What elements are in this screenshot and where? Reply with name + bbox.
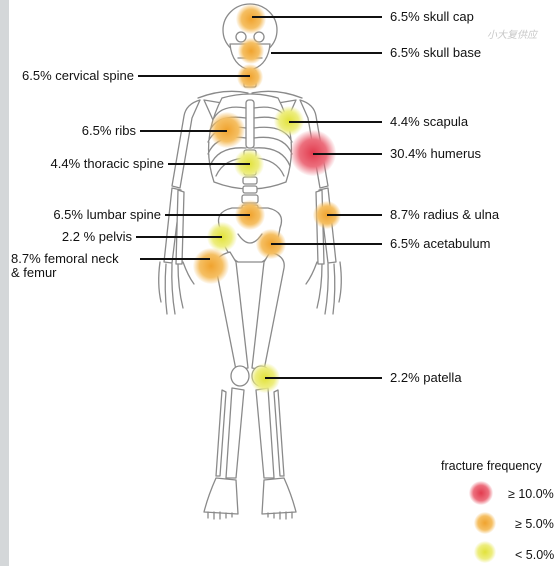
marker-skull-base — [238, 38, 264, 64]
label-humerus: 30.4% humerus — [390, 147, 481, 161]
label-radius-ulna: 8.7% radius & ulna — [390, 208, 499, 222]
leader-radius-ulna — [327, 214, 382, 216]
leader-skull-cap — [252, 16, 382, 18]
leader-acetabulum — [271, 243, 382, 245]
leader-ribs — [140, 130, 227, 132]
legend-label-high: ≥ 10.0% — [508, 487, 554, 501]
leader-thoracic-spine — [168, 163, 250, 165]
label-skull-base: 6.5% skull base — [390, 46, 481, 60]
marker-cervical-spine — [237, 64, 263, 90]
label-thoracic-spine: 4.4% thoracic spine — [51, 157, 164, 171]
legend-swatch-low — [474, 541, 496, 563]
label-lumbar-spine: 6.5% lumbar spine — [53, 208, 161, 222]
label-scapula: 4.4% scapula — [390, 115, 468, 129]
label-skull-cap: 6.5% skull cap — [390, 10, 474, 24]
legend-swatch-mid — [474, 512, 496, 534]
leader-pelvis — [136, 236, 222, 238]
leader-scapula — [289, 121, 382, 123]
leader-femoral-neck — [140, 258, 210, 260]
legend-label-mid: ≥ 5.0% — [515, 517, 554, 531]
leader-humerus — [313, 153, 382, 155]
label-ribs: 6.5% ribs — [82, 124, 136, 138]
label-femoral-neck: 8.7% femoral neck — [11, 252, 119, 266]
label-cervical-spine: 6.5% cervical spine — [22, 69, 134, 83]
label-acetabulum: 6.5% acetabulum — [390, 237, 490, 251]
marker-skull-cap — [236, 4, 266, 34]
leader-cervical-spine — [138, 75, 250, 77]
legend-title: fracture frequency — [441, 459, 542, 473]
legend-swatch-high — [469, 481, 493, 505]
legend-label-low: < 5.0% — [515, 548, 554, 562]
label-patella: 2.2% patella — [390, 371, 462, 385]
leader-patella — [265, 377, 382, 379]
watermark: 小大复供应 — [487, 26, 537, 41]
label-femur: & femur — [11, 266, 57, 280]
leader-lumbar-spine — [165, 214, 250, 216]
leader-skull-base — [271, 52, 382, 54]
label-pelvis: 2.2 % pelvis — [62, 230, 132, 244]
marker-femoral-neck — [193, 248, 229, 284]
